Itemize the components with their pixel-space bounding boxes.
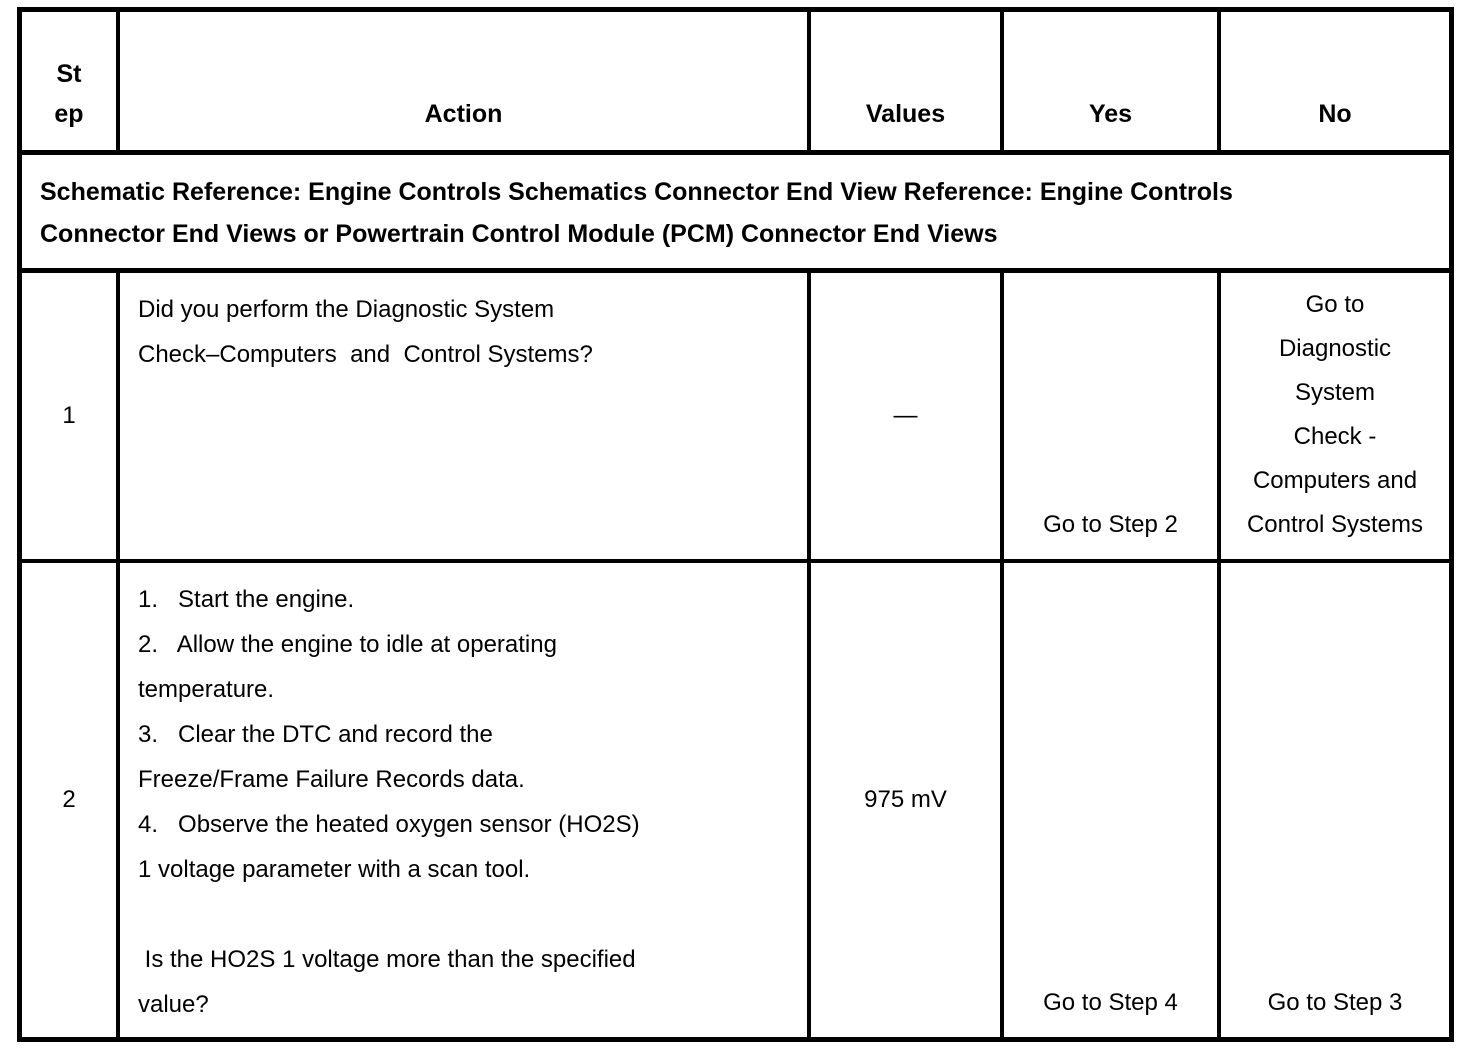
- diagnostic-table: St ep Action Values Yes No Schematic Ref…: [17, 7, 1454, 1042]
- step-2-action: 1. Start the engine. 2. Allow the engine…: [120, 563, 811, 1037]
- step-1-values: —: [811, 273, 1004, 563]
- header-cell-action: Action: [120, 12, 811, 155]
- step-2-number: 2: [22, 563, 120, 1037]
- step-1-yes-action: Go to Step 2: [1004, 273, 1221, 563]
- header-cell-no: No: [1221, 12, 1449, 155]
- step-1-action: Did you perform the Diagnostic System Ch…: [120, 273, 811, 563]
- step-1-no-action: Go to Diagnostic System Check - Computer…: [1221, 273, 1449, 563]
- step-2-values: 975 mV: [811, 563, 1004, 1037]
- schematic-reference-note: Schematic Reference: Engine Controls Sch…: [22, 155, 1449, 273]
- step-2-no-action: Go to Step 3: [1267, 989, 1403, 1016]
- header-cell-yes: Yes: [1004, 12, 1221, 155]
- step-2-yes-action: Go to Step 4: [1004, 563, 1221, 1037]
- header-cell-step: St ep: [22, 12, 120, 155]
- step-1-number: 1: [22, 273, 120, 563]
- header-cell-values: Values: [811, 12, 1004, 155]
